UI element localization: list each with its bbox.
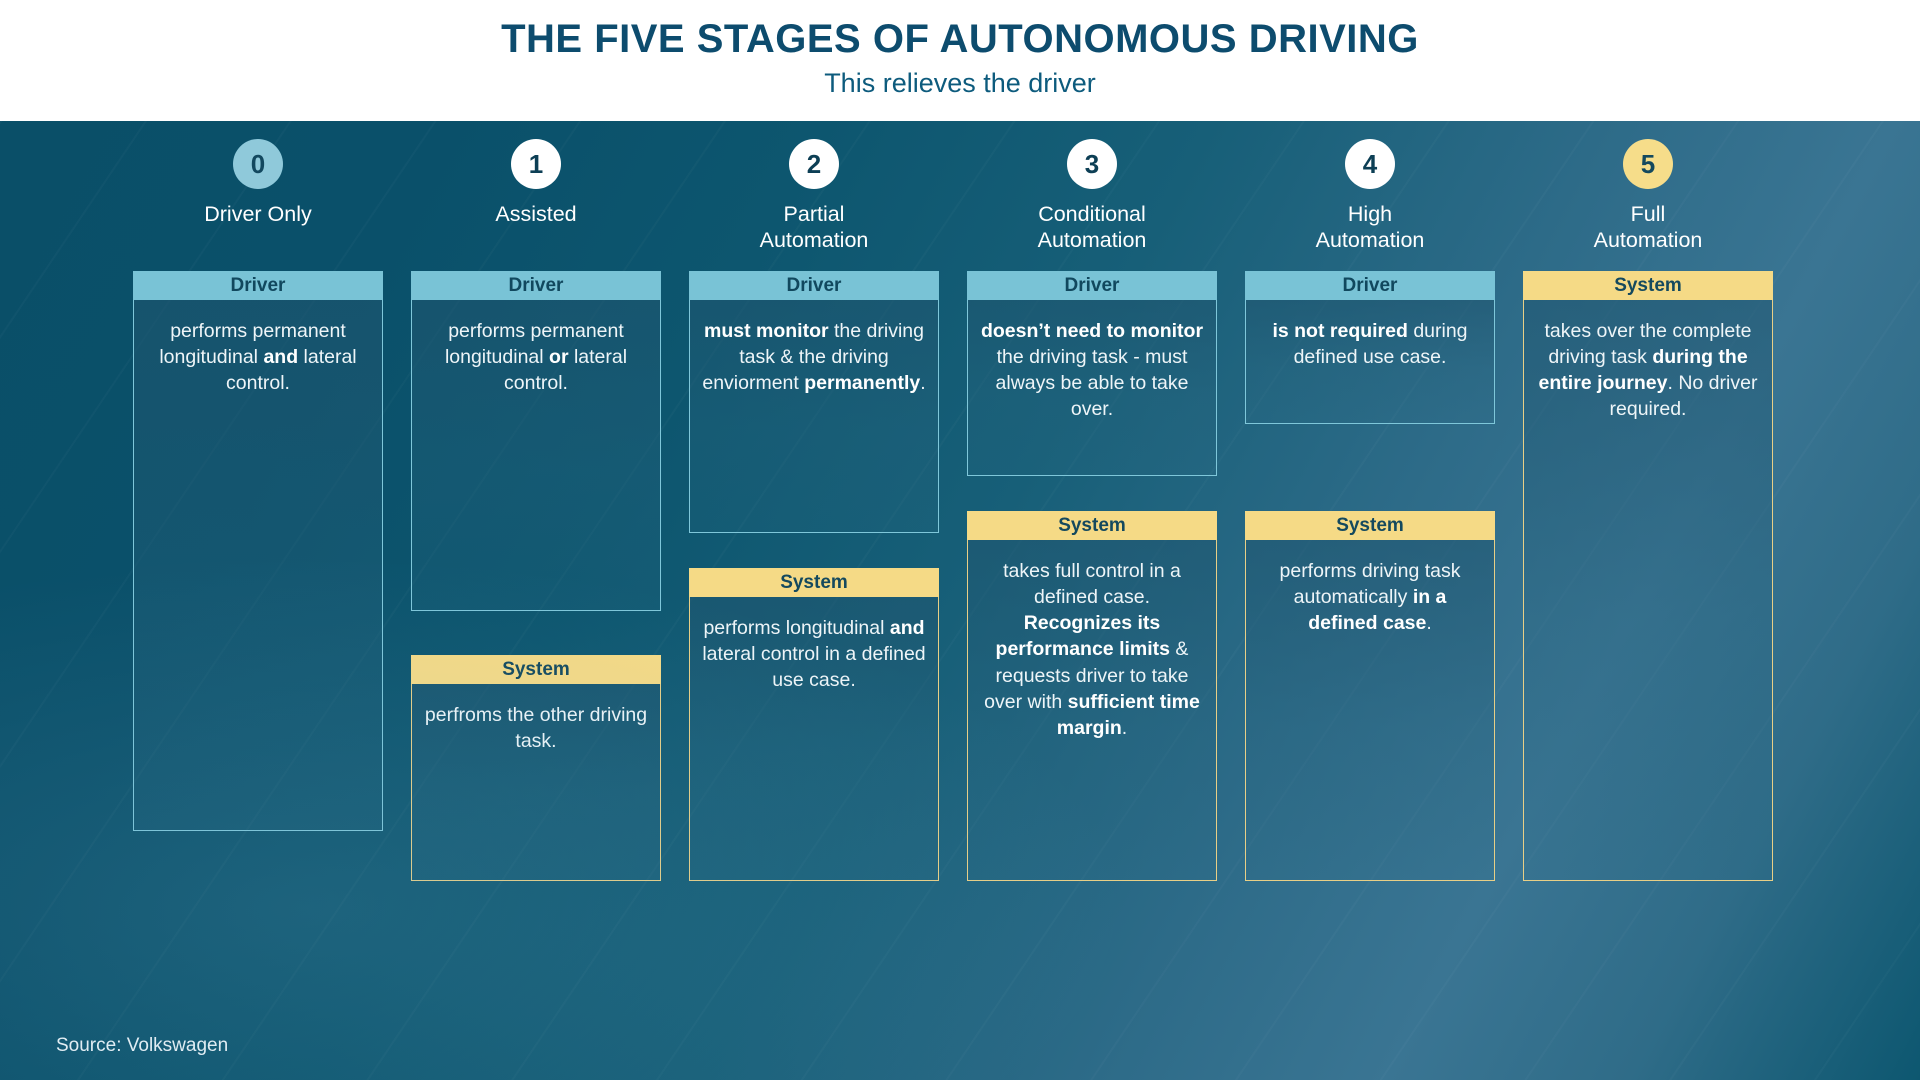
stage-name-label: Driver Only xyxy=(204,202,312,226)
stage-name-label: Assisted xyxy=(495,202,577,226)
stage-number-badge: 3 xyxy=(1067,139,1117,189)
system-card-body: perfroms the other driving task. xyxy=(411,684,661,881)
source-attribution: Source: Volkswagen xyxy=(56,1035,229,1057)
driver-card-body: must monitor the driving task & the driv… xyxy=(689,300,939,533)
system-card-header: System xyxy=(967,511,1217,540)
system-card-header: System xyxy=(689,568,939,597)
driver-card-body: performs permanent longitudinal and late… xyxy=(133,300,383,831)
driver-card-header: Driver xyxy=(411,271,661,300)
driver-card-header: Driver xyxy=(133,271,383,300)
system-card-header: System xyxy=(411,655,661,684)
driver-card-header: Driver xyxy=(689,271,939,300)
driver-card-header: Driver xyxy=(967,271,1217,300)
stage-number-badge: 2 xyxy=(789,139,839,189)
stage-number-badge: 4 xyxy=(1345,139,1395,189)
system-card-body: performs driving task automatically in a… xyxy=(1245,540,1495,881)
header-band: THE FIVE STAGES OF AUTONOMOUS DRIVING Th… xyxy=(0,0,1920,121)
system-card-body: performs longitudinal and lateral contro… xyxy=(689,597,939,881)
stage-number-badge: 5 xyxy=(1623,139,1673,189)
page-subtitle: This relieves the driver xyxy=(824,68,1096,98)
stage-number-badge: 1 xyxy=(511,139,561,189)
driver-card-body: performs permanent longitudinal or later… xyxy=(411,300,661,611)
system-card-body: takes over the complete driving task dur… xyxy=(1523,300,1773,881)
system-card-header: System xyxy=(1245,511,1495,540)
driver-card-header: Driver xyxy=(1245,271,1495,300)
driver-card-body: doesn’t need to monitor the driving task… xyxy=(967,300,1217,476)
system-card-header: System xyxy=(1523,271,1773,300)
stage-number-badge: 0 xyxy=(233,139,283,189)
system-card-body: takes full control in a defined case. Re… xyxy=(967,540,1217,881)
driver-card-body: is not required during defined use case. xyxy=(1245,300,1495,424)
page-title: THE FIVE STAGES OF AUTONOMOUS DRIVING xyxy=(501,17,1419,61)
